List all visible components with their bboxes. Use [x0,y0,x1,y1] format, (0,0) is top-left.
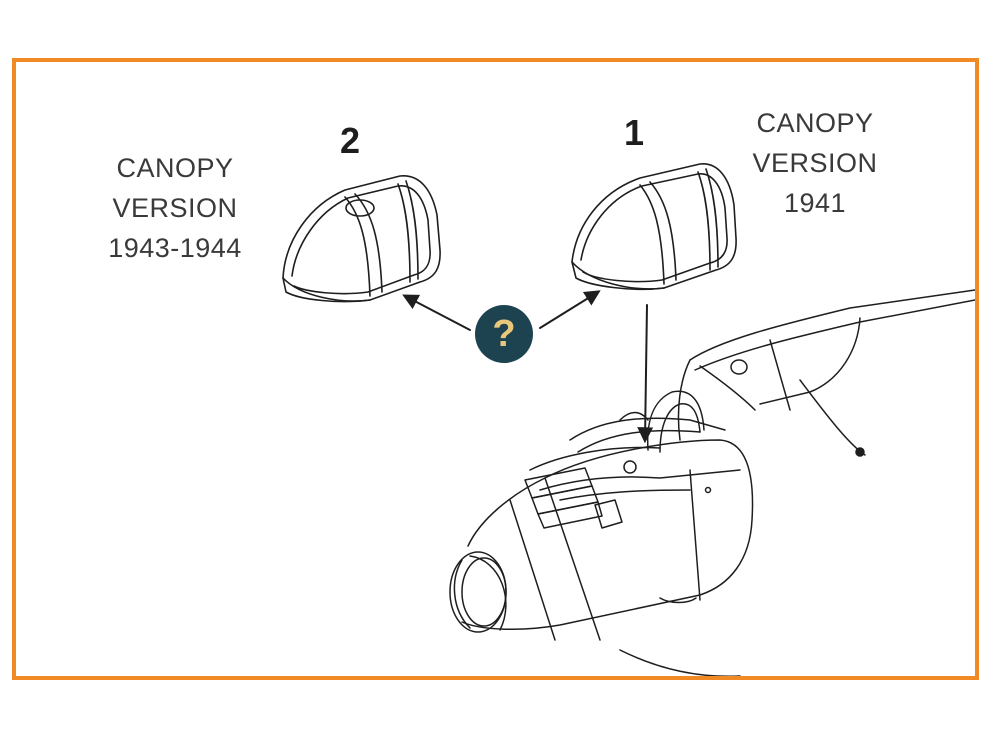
version-2-number: 2 [340,120,361,161]
question-mark-icon: ? [492,313,516,355]
aircraft-fuselage-drawing [449,289,975,676]
arrow-to-cockpit [637,304,654,444]
version-2-caption: CANOPY VERSION 1943-1944 [108,153,242,263]
arrow-to-version-2 [402,294,471,331]
question-badge: ? [475,305,533,363]
instruction-frame [12,58,979,680]
canopy-version-1-drawing [571,163,737,291]
canopy-version-2-drawing [282,175,441,303]
version-1-number: 1 [624,112,645,153]
version-1-caption: CANOPY VERSION 1941 [752,108,878,218]
arrow-to-version-1 [539,290,601,329]
